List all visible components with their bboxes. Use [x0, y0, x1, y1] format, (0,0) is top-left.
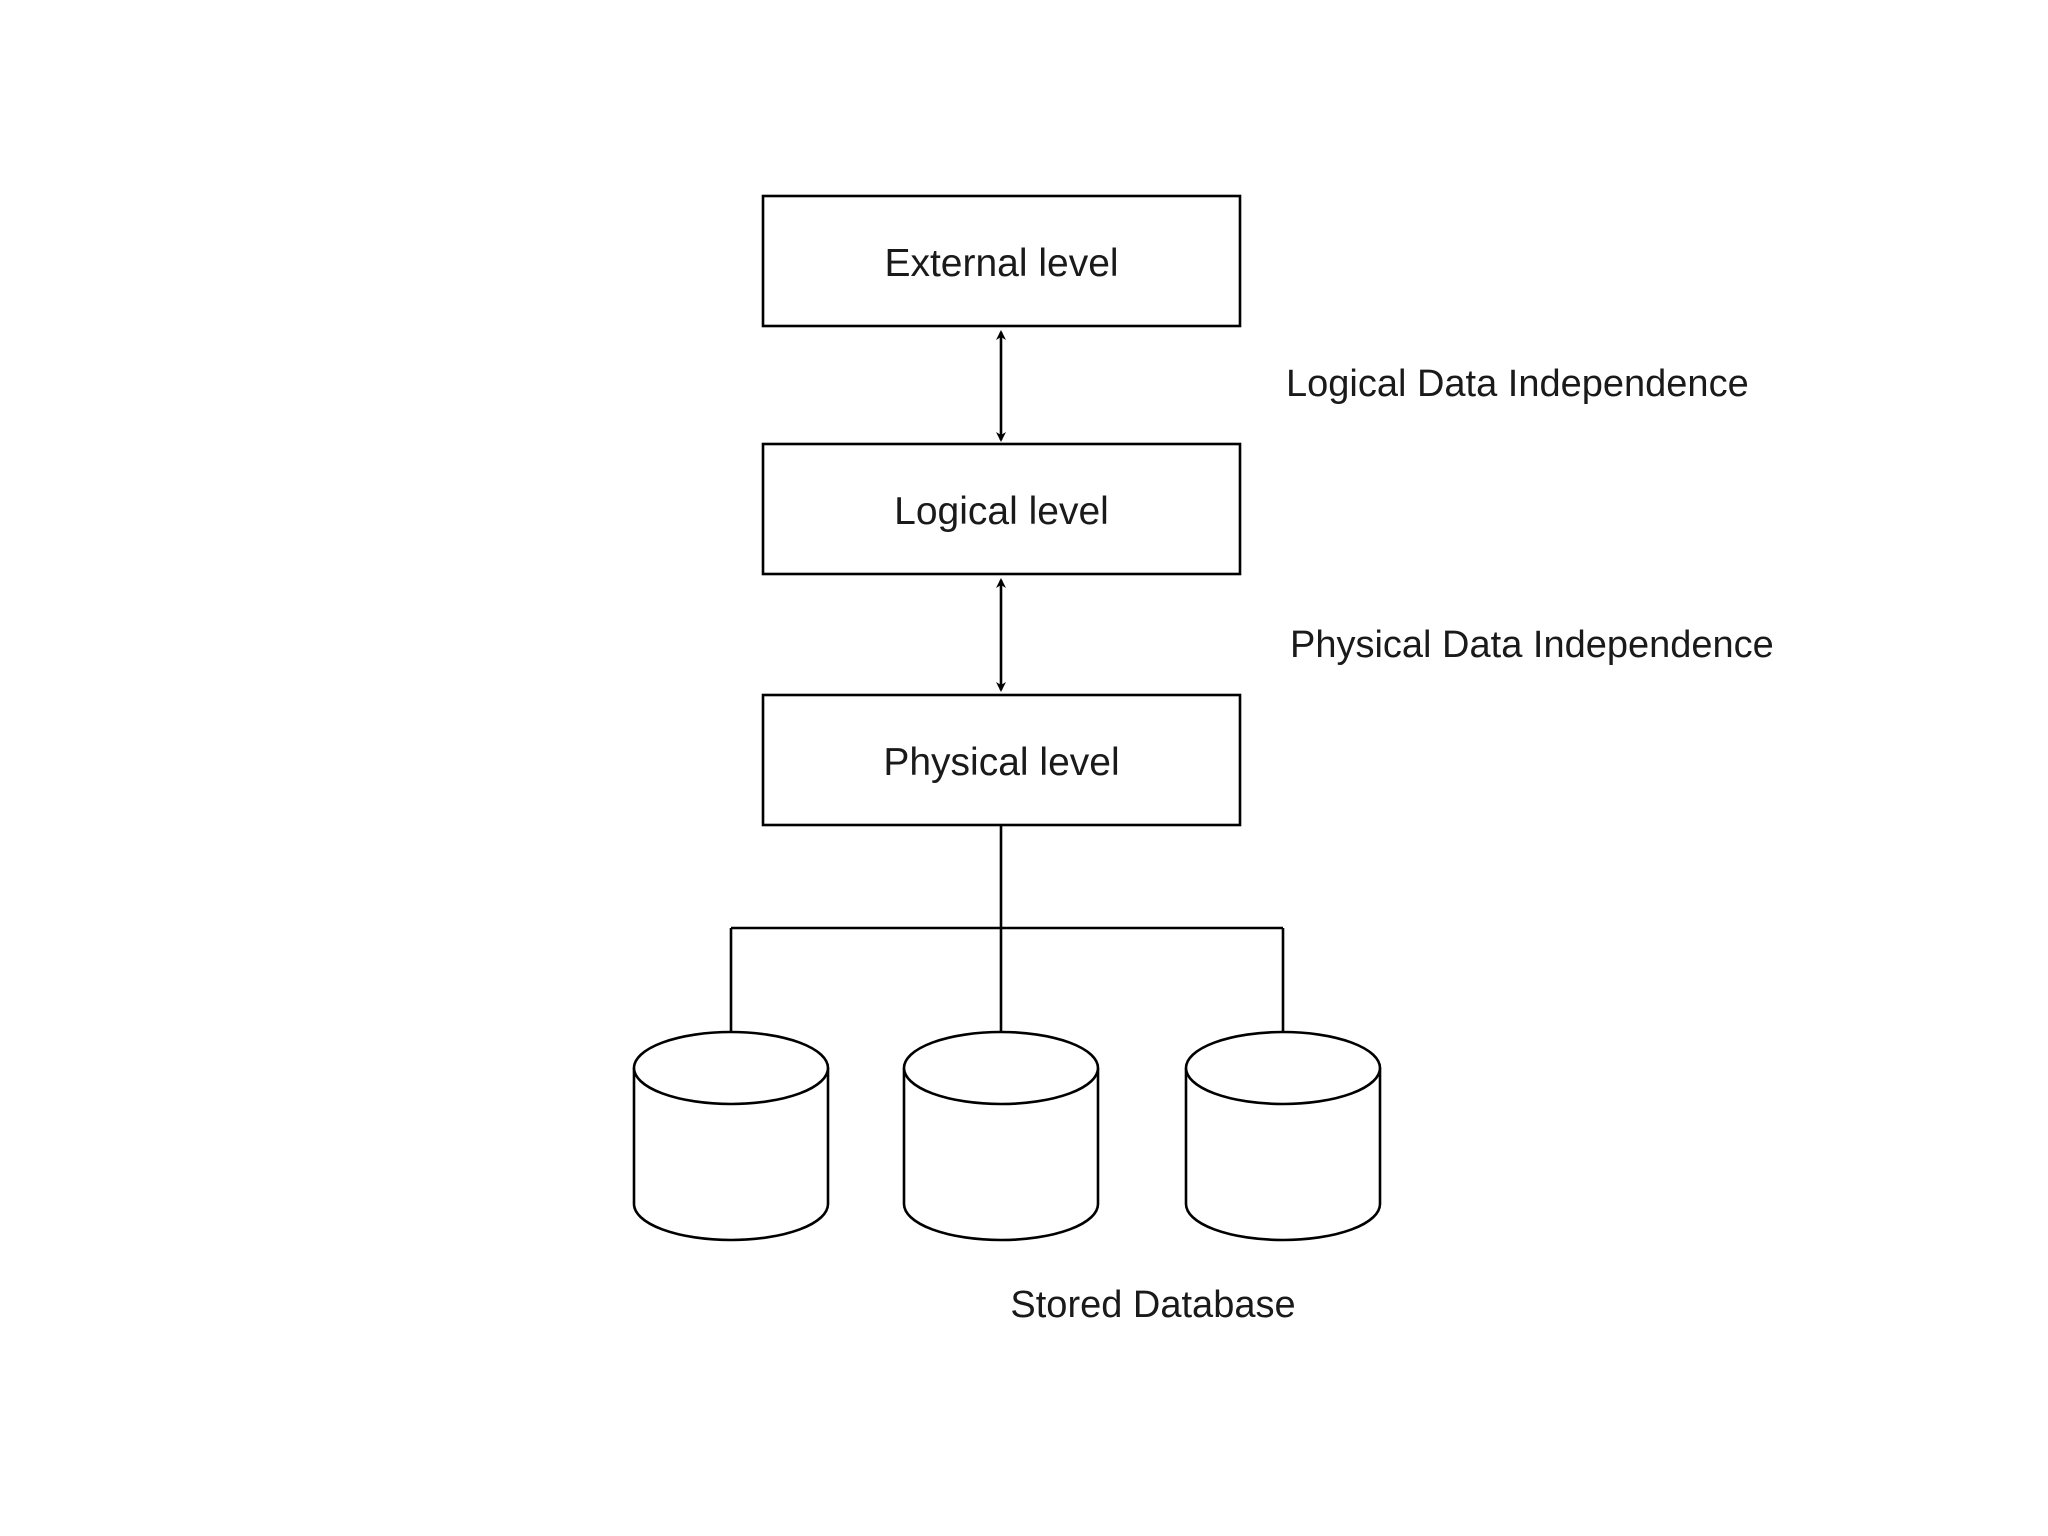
- physical-level-label: Physical level: [883, 741, 1119, 784]
- database-cylinder-2: [902, 1030, 1100, 1242]
- stored-database-label: Stored Database: [1010, 1284, 1295, 1326]
- logical-data-independence-label: Logical Data Independence: [1286, 363, 1749, 405]
- physical-data-independence-label: Physical Data Independence: [1290, 624, 1774, 666]
- logical-level-label: Logical level: [894, 490, 1109, 533]
- database-cylinder-3: [1184, 1030, 1382, 1242]
- database-cylinder-1: [632, 1030, 830, 1242]
- external-level-label: External level: [884, 242, 1118, 285]
- storage-connector: [729, 825, 1285, 1032]
- logical-level-node: Logical level: [761, 442, 1242, 576]
- external-level-node: External level: [761, 194, 1242, 328]
- physical-level-node: Physical level: [761, 693, 1242, 827]
